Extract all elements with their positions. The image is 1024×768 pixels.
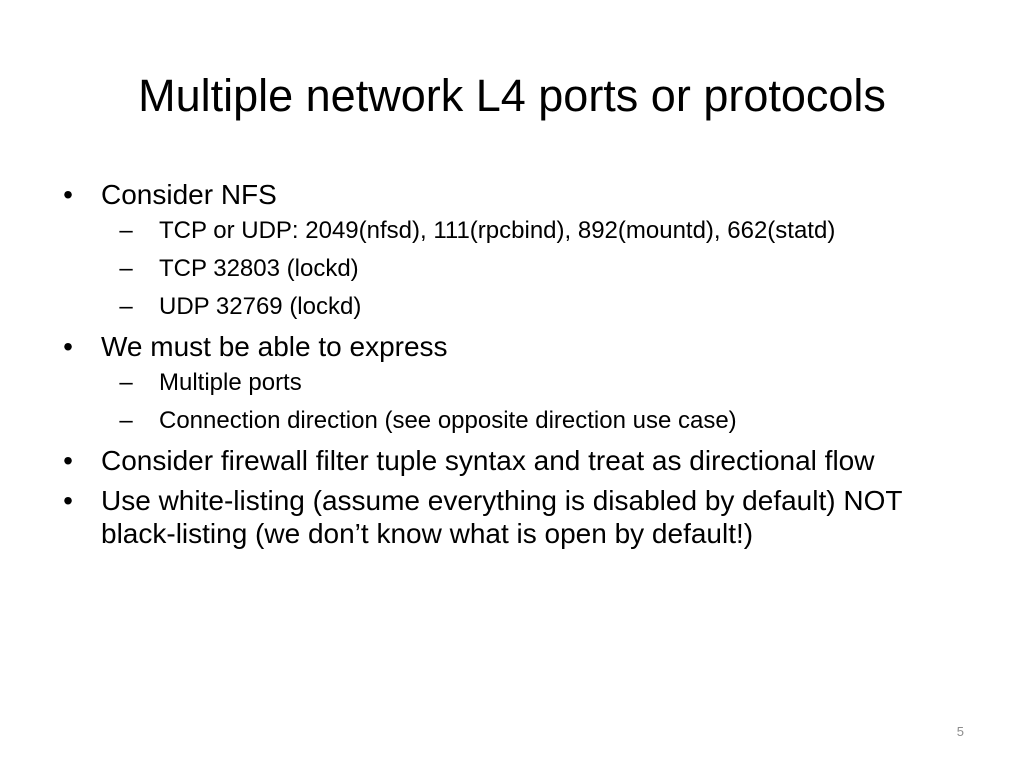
sub-bullet-text: UDP 32769 (lockd)	[159, 293, 362, 320]
bullet-text: Use white-listing (assume everything is …	[101, 485, 902, 549]
bullet-item: • We must be able to express – Multiple …	[58, 330, 968, 435]
sub-bullet-item: – Connection direction (see opposite dir…	[114, 406, 968, 435]
sub-bullet-item: – TCP or UDP: 2049(nfsd), 111(rpcbind), …	[114, 216, 968, 245]
bullet-dot-icon: •	[63, 485, 73, 516]
bullet-text: Consider firewall filter tuple syntax an…	[101, 445, 875, 476]
bullet-dot-icon: •	[63, 445, 73, 476]
dash-icon: –	[119, 407, 133, 434]
sub-bullet-text: Multiple ports	[159, 369, 302, 396]
sub-bullet-list: – TCP or UDP: 2049(nfsd), 111(rpcbind), …	[101, 216, 968, 321]
bullet-item: • Consider firewall filter tuple syntax …	[58, 444, 968, 477]
bullet-text: Consider NFS	[101, 179, 277, 210]
sub-bullet-item: – Multiple ports	[114, 368, 968, 397]
sub-bullet-text: TCP 32803 (lockd)	[159, 255, 359, 282]
sub-bullet-list: – Multiple ports – Connection direction …	[101, 368, 968, 435]
bullet-dot-icon: •	[63, 331, 73, 362]
dash-icon: –	[119, 255, 133, 282]
sub-bullet-item: – UDP 32769 (lockd)	[114, 292, 968, 321]
sub-bullet-text: TCP or UDP: 2049(nfsd), 111(rpcbind), 89…	[159, 217, 836, 244]
bullet-item: • Consider NFS – TCP or UDP: 2049(nfsd),…	[58, 178, 968, 321]
bullet-list: • Consider NFS – TCP or UDP: 2049(nfsd),…	[58, 178, 968, 557]
bullet-text: We must be able to express	[101, 331, 448, 362]
sub-bullet-text: Connection direction (see opposite direc…	[159, 407, 737, 434]
sub-bullet-item: – TCP 32803 (lockd)	[114, 254, 968, 283]
dash-icon: –	[119, 369, 133, 396]
bullet-item: • Use white-listing (assume everything i…	[58, 484, 968, 550]
slide-number: 5	[956, 724, 964, 739]
dash-icon: –	[119, 293, 133, 320]
slide-title: Multiple network L4 ports or protocols	[138, 70, 886, 121]
dash-icon: –	[119, 217, 133, 244]
bullet-dot-icon: •	[63, 179, 73, 210]
